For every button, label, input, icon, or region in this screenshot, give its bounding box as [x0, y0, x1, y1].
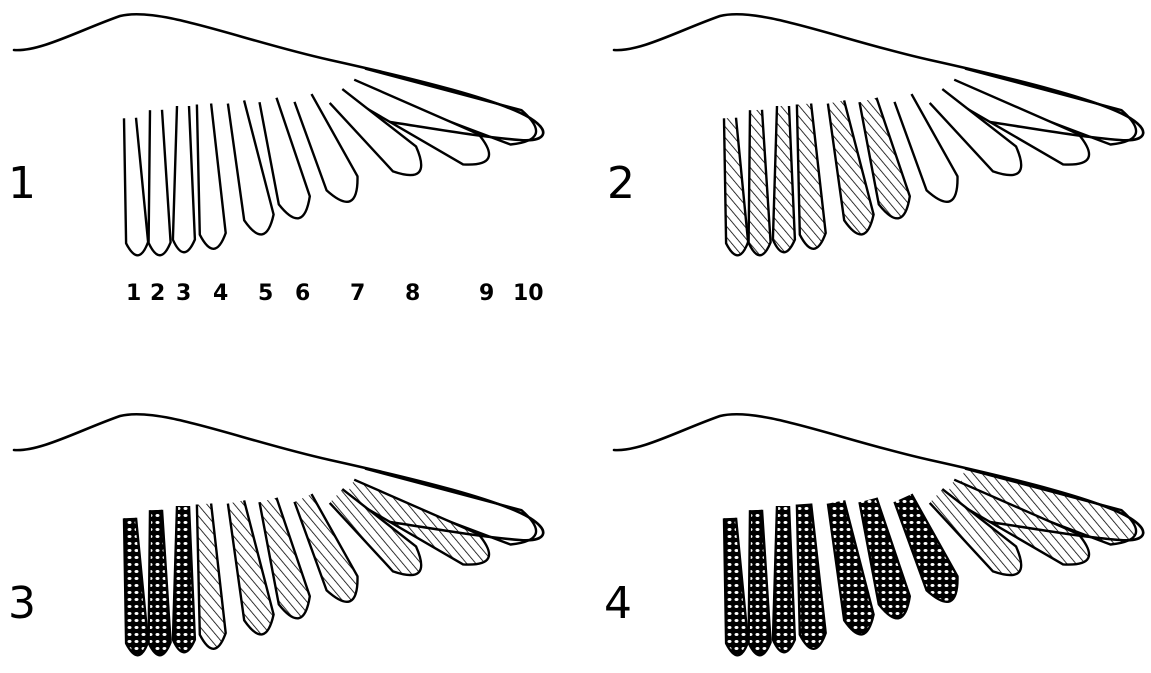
panel-3-label: 3 — [8, 578, 36, 629]
feather-1 — [724, 118, 748, 256]
feather-3 — [173, 506, 195, 652]
feather-2 — [149, 110, 171, 255]
feather-2 — [149, 510, 171, 655]
feather-4 — [797, 104, 826, 249]
panel-number-4: 4 — [604, 578, 632, 629]
panel-number-3: 3 — [8, 578, 36, 629]
feather-3 — [773, 506, 795, 652]
feather-3 — [173, 106, 195, 252]
feather-number-10: 10 — [513, 281, 544, 306]
feather-number-2: 2 — [150, 281, 165, 306]
wing-panel-2 — [614, 14, 1143, 255]
feather-3 — [773, 106, 795, 252]
feather-4 — [197, 104, 226, 249]
feather-number-6: 6 — [295, 281, 310, 306]
panel-1-label: 1 — [8, 158, 36, 209]
feather-4 — [797, 504, 826, 649]
panel-number-2: 2 — [607, 158, 635, 209]
feather-number-5: 5 — [258, 281, 273, 306]
feather-number-1: 1 — [126, 281, 141, 306]
feather-number-7: 7 — [350, 281, 365, 306]
feather-1 — [124, 118, 148, 256]
feather-number-3: 3 — [176, 281, 191, 306]
feather-number-8: 8 — [405, 281, 420, 306]
feather-4 — [197, 504, 226, 649]
feather-number-row: 1 2 3 4 5 6 7 8 9 10 — [126, 281, 544, 306]
feather-2 — [749, 510, 771, 655]
feather-1 — [124, 518, 148, 656]
wing-panel-1 — [14, 14, 543, 255]
wing-panel-4 — [614, 414, 1143, 655]
panel-number-1: 1 — [8, 158, 36, 209]
feather-number-9: 9 — [479, 281, 494, 306]
feather-number-4: 4 — [213, 281, 228, 306]
wing-panel-3 — [14, 414, 543, 655]
panel-2-label: 2 — [607, 158, 635, 209]
panel-4-label: 4 — [604, 578, 632, 629]
feather-1 — [724, 518, 748, 656]
feather-2 — [749, 110, 771, 255]
